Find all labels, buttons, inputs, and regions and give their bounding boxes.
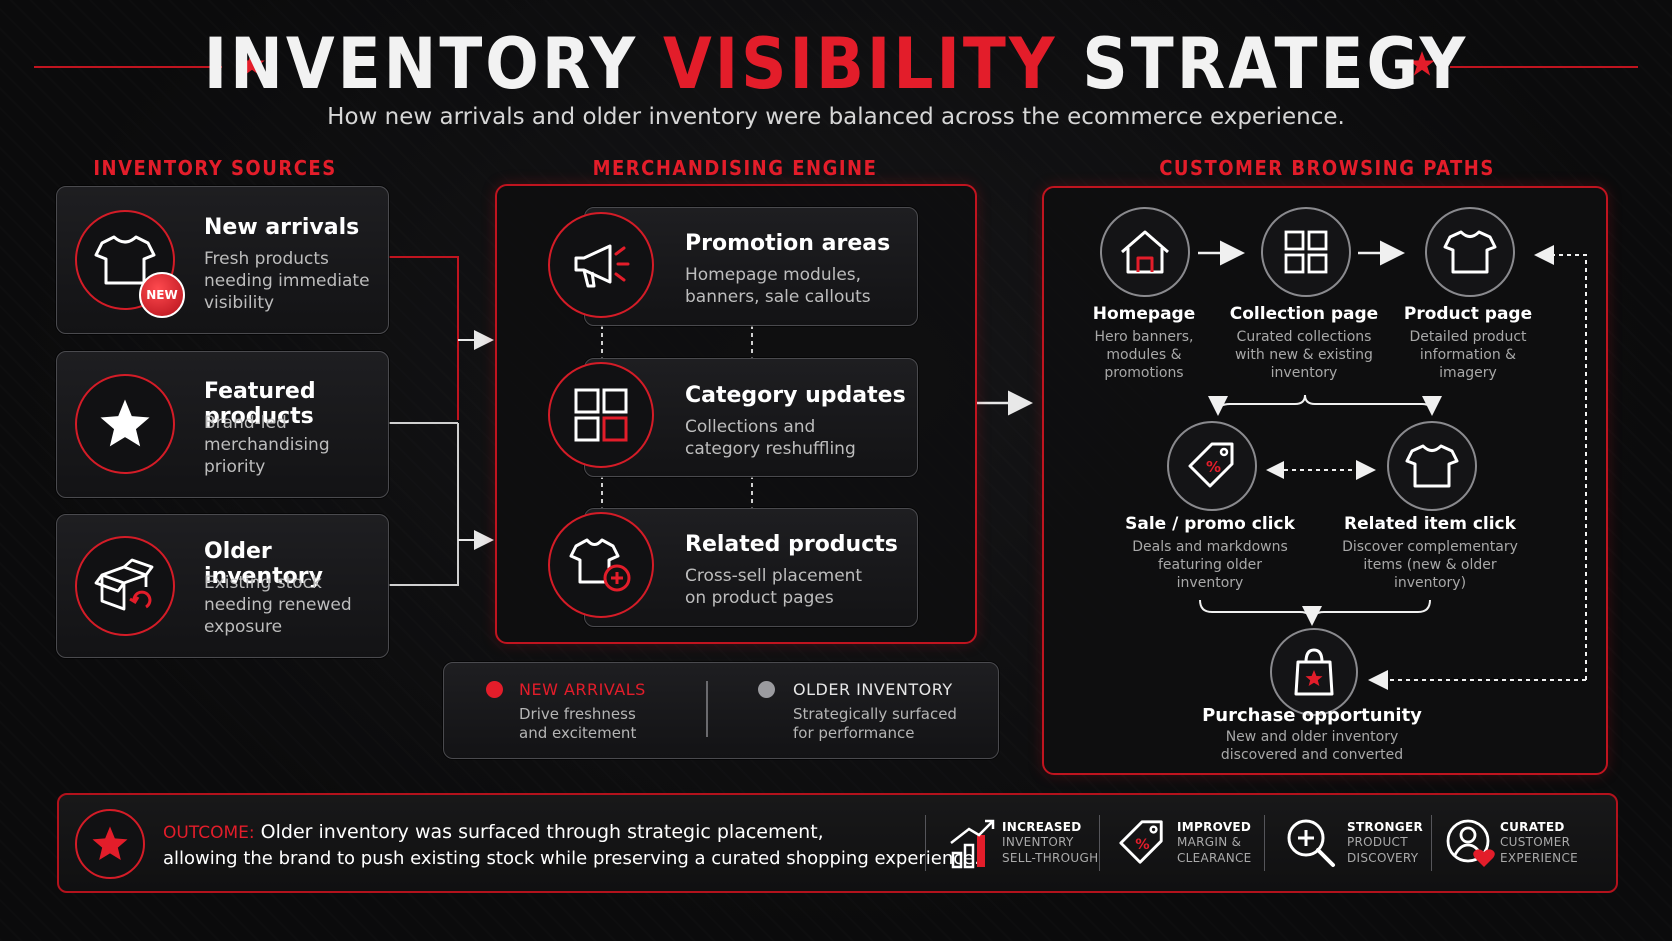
metric-divider [1264,815,1265,871]
related-tshirt-icon[interactable] [1387,421,1477,511]
title-right-star-icon [1409,51,1435,76]
star-icon [75,374,175,474]
product-page-title: Product page [1403,304,1533,324]
box-refresh-icon [75,536,175,636]
sale-tag-icon[interactable]: % [1167,421,1257,511]
user-heart-icon [1446,819,1495,867]
homepage-title: Homepage [1092,304,1196,324]
purchase-title: Purchase opportunity [1202,705,1422,726]
svg-text:%: % [1206,458,1221,476]
tshirt-plus-icon [548,512,654,618]
outcome-line-1: OUTCOME: Older inventory was surfaced th… [163,821,824,843]
sources-heading: INVENTORY SOURCES [93,156,337,180]
title-part-3: STRATEGY [1082,23,1469,105]
legend-divider [706,681,708,737]
outcome-star-icon [75,809,145,879]
source-title: Featured products [204,379,316,429]
collection-grid-icon[interactable] [1261,207,1351,297]
legend-old-title: OLDER INVENTORY [793,680,953,699]
engine-desc: Homepage modules,banners, sale callouts [685,265,871,307]
magnify-plus-icon [1287,819,1335,867]
collection-title: Collection page [1229,304,1379,324]
metric-divider [1099,815,1100,871]
home-icon[interactable] [1100,207,1190,297]
sale-promo-title: Sale / promo click [1125,514,1295,534]
metric-margin: IMPROVED MARGIN &CLEARANCE [1177,820,1252,865]
title-left-rule [34,66,222,68]
metric-divider [1431,815,1432,871]
growth-chart-icon [950,819,995,869]
engine-title: Category updates [685,383,906,408]
legend-new-title: NEW ARRIVALS [519,680,646,699]
engine-title: Related products [685,532,898,557]
older-inventory-dot [758,681,775,698]
outcome-line-2: allowing the brand to push existing stoc… [163,848,980,869]
new-arrivals-dot [486,681,503,698]
engine-card-promotion-areas[interactable]: Promotion areas Homepage modules,banners… [584,207,918,326]
paths-heading: CUSTOMER BROWSING PATHS [1159,156,1495,180]
grid-icon [548,362,654,468]
title-part-1: INVENTORY [203,23,639,105]
product-tshirt-icon[interactable] [1425,207,1515,297]
title-right-rule [1450,66,1638,68]
homepage-desc: Hero banners,modules &promotions [1094,329,1194,381]
source-title: New arrivals [204,215,360,240]
svg-text:%: % [1135,837,1149,853]
source-title: Older inventory [204,539,323,589]
metric-divider [925,815,926,871]
megaphone-icon [548,212,654,318]
page-subtitle: How new arrivals and older inventory wer… [327,104,1345,130]
outcome-bar: OUTCOME: Older inventory was surfaced th… [57,793,1618,893]
engine-title: Promotion areas [685,231,891,256]
page-title: INVENTORY VISIBILITY STRATEGY [0,22,1672,106]
title-part-2: VISIBILITY [663,23,1058,105]
price-tag-icon: % [1119,820,1163,864]
engine-heading: MERCHANDISING ENGINE [592,156,878,180]
outcome-label: OUTCOME: [163,823,255,843]
related-item-title: Related item click [1344,514,1516,534]
title-left-star-icon [239,51,265,76]
shopping-bag-icon[interactable] [1270,628,1358,716]
new-badge: NEW [139,272,185,318]
